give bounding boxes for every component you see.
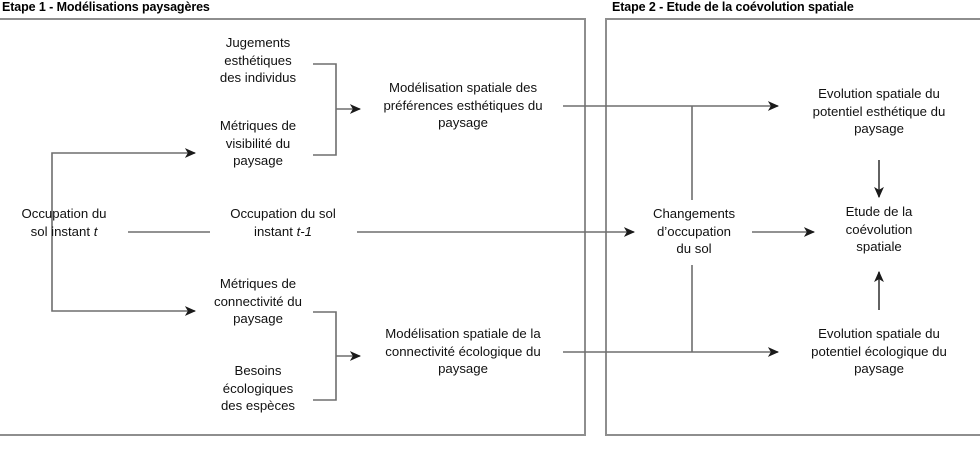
etape-2-title: Etape 2 - Etude de la coévolution spatia… <box>610 0 856 14</box>
node-occupation-sol-t-1: Occupation du sol instant t-1 <box>230 206 336 239</box>
node-evolution-esthetique: Evolution spatiale du potentiel esthétiq… <box>812 86 946 136</box>
etape-2-frame <box>605 18 980 436</box>
node-modelisation-connectivite: Modélisation spatiale de la connectivité… <box>385 326 541 376</box>
node-changements-occupation: Changements d’occupation du sol <box>652 206 736 256</box>
node-etude-coevolution: Etude de la coévolution spatiale <box>845 204 913 254</box>
etape-1-frame <box>0 18 586 436</box>
node-metriques-visibilite: Métriques de visibilité du paysage <box>219 118 297 168</box>
node-modelisation-preferences: Modélisation spatiale des préférences es… <box>383 80 543 130</box>
node-besoins-ecologiques: Besoins écologiques des espèces <box>220 363 296 413</box>
node-evolution-ecologique: Evolution spatiale du potentiel écologiq… <box>811 326 947 376</box>
node-occupation-sol-t: Occupation du sol instant t <box>21 206 107 239</box>
node-metriques-connectivite: Métriques de connectivité du paysage <box>214 276 302 326</box>
node-jugements-esthetiques: Jugements esthétiques des individus <box>219 35 297 85</box>
etape-1-title: Etape 1 - Modélisations paysagères <box>0 0 212 14</box>
